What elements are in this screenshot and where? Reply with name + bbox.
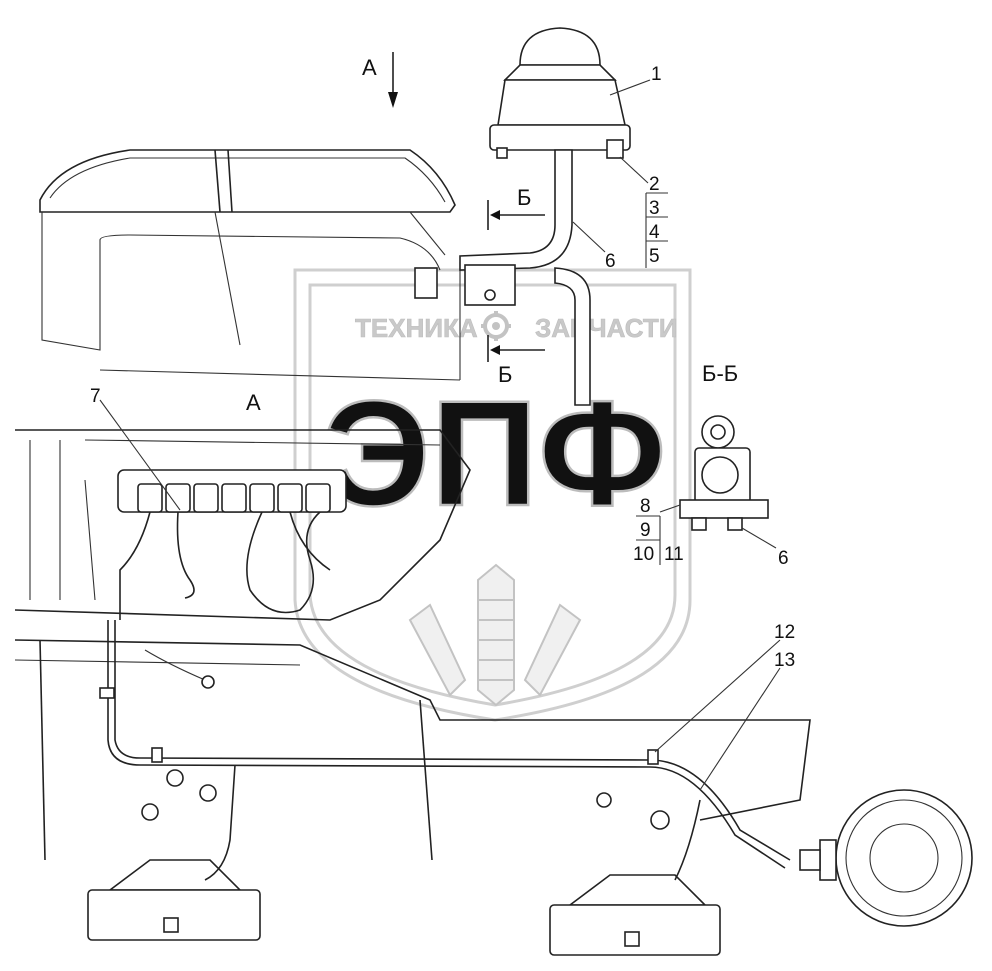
callout-11: 11 — [664, 544, 684, 565]
watermark: ТЕХНИКА ЗАПЧАСТИ ЭПФ — [293, 268, 692, 722]
section-bb-detail: Б-Б — [659, 361, 777, 549]
section-b-top-label: Б — [517, 185, 531, 210]
section-bb-label: Б-Б — [702, 361, 738, 386]
view-a-label: А — [246, 390, 261, 415]
callout-5: 5 — [649, 246, 660, 267]
callout-13: 13 — [774, 650, 795, 671]
watermark-right-text: ЗАПЧАСТИ — [535, 313, 678, 343]
gear-icon — [481, 311, 511, 341]
callout-7: 7 — [90, 386, 101, 407]
view-a-panel: А 7 — [14, 386, 471, 621]
round-light — [799, 789, 973, 927]
cab-roof — [39, 149, 461, 381]
callout-4: 4 — [649, 222, 660, 243]
callout-6-top: 6 — [605, 251, 616, 272]
lamp-left — [87, 859, 261, 941]
watermark-logo: ЭПФ — [324, 369, 667, 537]
callout-9: 9 — [640, 520, 651, 541]
view-a-arrow: А — [362, 52, 398, 108]
callout-1: 1 — [651, 64, 662, 85]
section-b-bottom-label: Б — [498, 362, 512, 387]
lower-view: 12 13 — [14, 620, 973, 956]
beacon-lamp — [414, 27, 631, 406]
lamp-right — [549, 874, 721, 956]
switch-row — [137, 483, 331, 513]
section-line-b: Б Б — [487, 185, 545, 387]
callout-8: 8 — [640, 496, 651, 517]
callout-6-bottom: 6 — [778, 548, 789, 569]
callout-3: 3 — [649, 198, 660, 219]
callout-2: 2 — [649, 174, 660, 195]
callout-10: 10 — [633, 544, 654, 565]
arrow-down-icon — [388, 52, 398, 108]
callout-12: 12 — [774, 622, 795, 643]
watermark-left-text: ТЕХНИКА — [355, 313, 478, 343]
wheat-icon — [408, 563, 582, 707]
view-a-arrow-label: А — [362, 55, 377, 80]
arrow-left-icon — [490, 210, 500, 220]
